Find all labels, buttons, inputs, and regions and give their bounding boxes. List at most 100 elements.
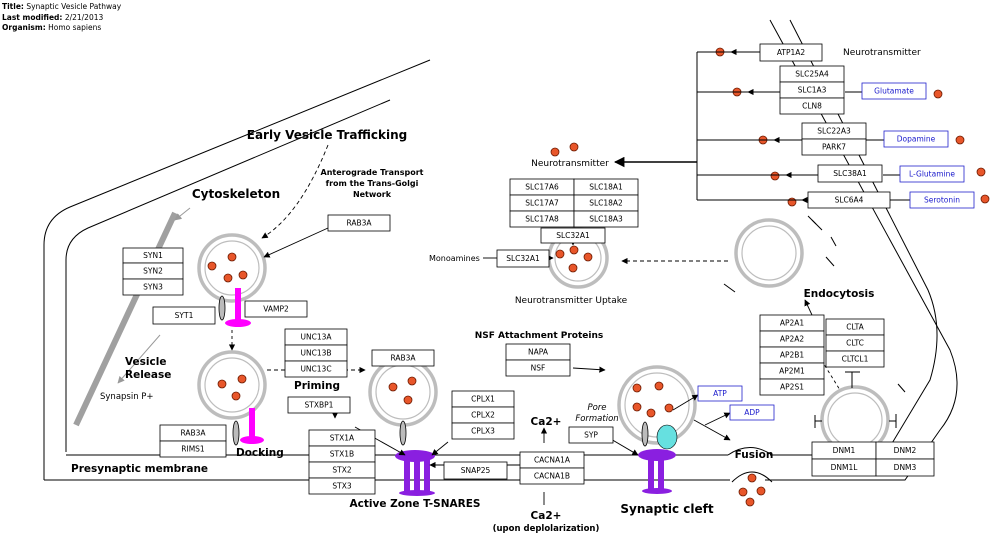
gene-syn1-label: SYN1 [143,251,163,260]
gene-slc18a3[interactable]: SLC18A3 [573,210,639,228]
gene-dnm3[interactable]: DNM3 [875,458,935,477]
gene-atp1a2[interactable]: ATP1A2 [759,43,823,62]
gene-cplx2[interactable]: CPLX2 [451,406,515,424]
gene-stx1a[interactable]: STX1A [308,429,376,447]
gene-rab3a-top[interactable]: RAB3A [327,214,391,232]
gene-ap2m1-label: AP2M1 [779,367,805,376]
ca-bottom-label: Ca2+ [531,510,562,522]
pore-label-2: Formation [575,414,618,424]
gene-syp[interactable]: SYP [568,426,614,444]
gene-ap2b1[interactable]: AP2B1 [759,346,825,364]
gene-unc13a-label: UNC13A [300,333,332,342]
gene-cacna1b[interactable]: CACNA1B [519,467,585,485]
gene-syt1[interactable]: SYT1 [152,306,216,325]
gene-unc13b-label: UNC13B [300,349,331,358]
gene-snap25[interactable]: SNAP25 [443,461,508,480]
gene-syn3[interactable]: SYN3 [122,278,184,296]
anterograde-label-3: Network [353,190,392,199]
gene-syn2-label: SYN2 [143,267,163,276]
gene-atp1a2-label: ATP1A2 [777,48,806,57]
gene-slc6a4[interactable]: SLC6A4 [807,191,891,209]
gene-ap2a1[interactable]: AP2A1 [759,314,825,332]
gene-cplx2-label: CPLX2 [471,411,495,420]
gene-cplx1[interactable]: CPLX1 [451,390,515,408]
gene-cplx3[interactable]: CPLX3 [451,422,515,440]
presynaptic-membrane-inner [65,99,391,452]
fusion-label: Fusion [735,449,774,461]
gene-rab3a-mid-label: RAB3A [390,354,416,363]
gene-slc25a4[interactable]: SLC25A4 [779,65,845,83]
gene-rims1[interactable]: RIMS1 [159,440,227,458]
monoamines-label: Monoamines [429,254,480,263]
gene-cacna1a[interactable]: CACNA1A [519,451,585,469]
gene-vamp2-label: VAMP2 [263,305,289,314]
gene-vamp2[interactable]: VAMP2 [244,300,308,318]
gene-stxbp1[interactable]: STXBP1 [287,396,351,414]
gene-ap2m1[interactable]: AP2M1 [759,362,825,380]
gene-slc6a4-label: SLC6A4 [835,196,864,205]
gene-slc32a1-left[interactable]: SLC32A1 [496,249,550,268]
gene-cplx1-label: CPLX1 [471,395,495,404]
gene-slc17a8[interactable]: SLC17A8 [509,210,575,228]
endocytosis-vesicle-bottom [814,371,906,455]
gene-unc13b[interactable]: UNC13B [284,344,348,362]
gene-dnm2[interactable]: DNM2 [875,441,935,460]
metabolite-serotonin[interactable]: Serotonin [909,191,975,209]
gene-ap2a2[interactable]: AP2A2 [759,330,825,348]
gene-napa[interactable]: NAPA [505,343,571,361]
anterograde-dashed-arrow [261,144,329,239]
gene-slc32a1-top[interactable]: SLC32A1 [540,227,606,244]
gene-stx1b[interactable]: STX1B [308,445,376,463]
gene-syn2[interactable]: SYN2 [122,262,184,280]
gene-stx2[interactable]: STX2 [308,461,376,479]
gene-cacna1b-label: CACNA1B [534,472,570,481]
gene-rab3a-left[interactable]: RAB3A [159,424,227,442]
gene-cln8[interactable]: CLN8 [779,97,845,115]
metabolite-atp[interactable]: ATP [697,385,743,402]
metabolite-l-glutamine[interactable]: L-Glutamine [899,165,965,183]
gene-syn1[interactable]: SYN1 [122,247,184,264]
last-modified-date: 2/21/2013 [64,12,104,22]
metabolite-dopamine[interactable]: Dopamine [883,130,949,148]
gene-unc13a[interactable]: UNC13A [284,328,348,346]
gene-slc17a7[interactable]: SLC17A7 [509,194,575,212]
gene-clta[interactable]: CLTA [825,318,885,336]
gene-snap25-label: SNAP25 [461,466,491,475]
gene-napa-label: NAPA [528,348,549,357]
gene-slc18a1[interactable]: SLC18A1 [573,178,639,196]
metabolite-adp[interactable]: ADP [729,404,775,421]
gene-dnm1[interactable]: DNM1 [811,441,877,460]
gene-slc17a8-label: SLC17A8 [525,215,559,224]
metabolite-glutamate[interactable]: Glutamate [861,82,927,100]
gene-ap2b1-label: AP2B1 [780,351,805,360]
neurotransmitter-uptake-label: Neurotransmitter Uptake [515,296,628,306]
transporter-bracket [613,51,818,201]
organism-row: Organism: Homo sapiens [2,23,121,34]
gene-slc17a6[interactable]: SLC17A6 [509,178,575,196]
gene-slc1a3[interactable]: SLC1A3 [779,81,845,99]
gene-cltc[interactable]: CLTC [825,334,885,352]
gene-dnm1l[interactable]: DNM1L [811,458,877,477]
metabolite-glutamate-label: Glutamate [874,87,914,96]
membrane-right-inner [770,19,938,456]
gene-slc18a3-label: SLC18A3 [589,215,623,224]
gene-unc13c[interactable]: UNC13C [284,360,348,378]
gene-slc18a1-label: SLC18A1 [589,183,623,192]
vesicle-3 [368,357,438,496]
gene-cltcl1[interactable]: CLTCL1 [825,350,885,368]
gene-slc18a2-label: SLC18A2 [589,199,623,208]
gene-rab3a-mid[interactable]: RAB3A [371,349,435,367]
gene-slc18a2[interactable]: SLC18A2 [573,194,639,212]
transporter-arrows [730,48,910,204]
metabolite-atp-label: ATP [713,389,727,398]
gene-slc38a1[interactable]: SLC38A1 [817,164,883,183]
gene-slc22a3[interactable]: SLC22A3 [801,122,867,140]
early-vesicle-trafficking-label: Early Vesicle Trafficking [247,128,408,142]
presynaptic-membrane-outer [43,59,431,480]
gene-nsf[interactable]: NSF [505,359,571,377]
gene-slc25a4-label: SLC25A4 [795,70,829,79]
gene-park7[interactable]: PARK7 [801,138,867,156]
gene-stx3[interactable]: STX3 [308,477,376,495]
gene-ap2s1[interactable]: AP2S1 [759,378,825,396]
